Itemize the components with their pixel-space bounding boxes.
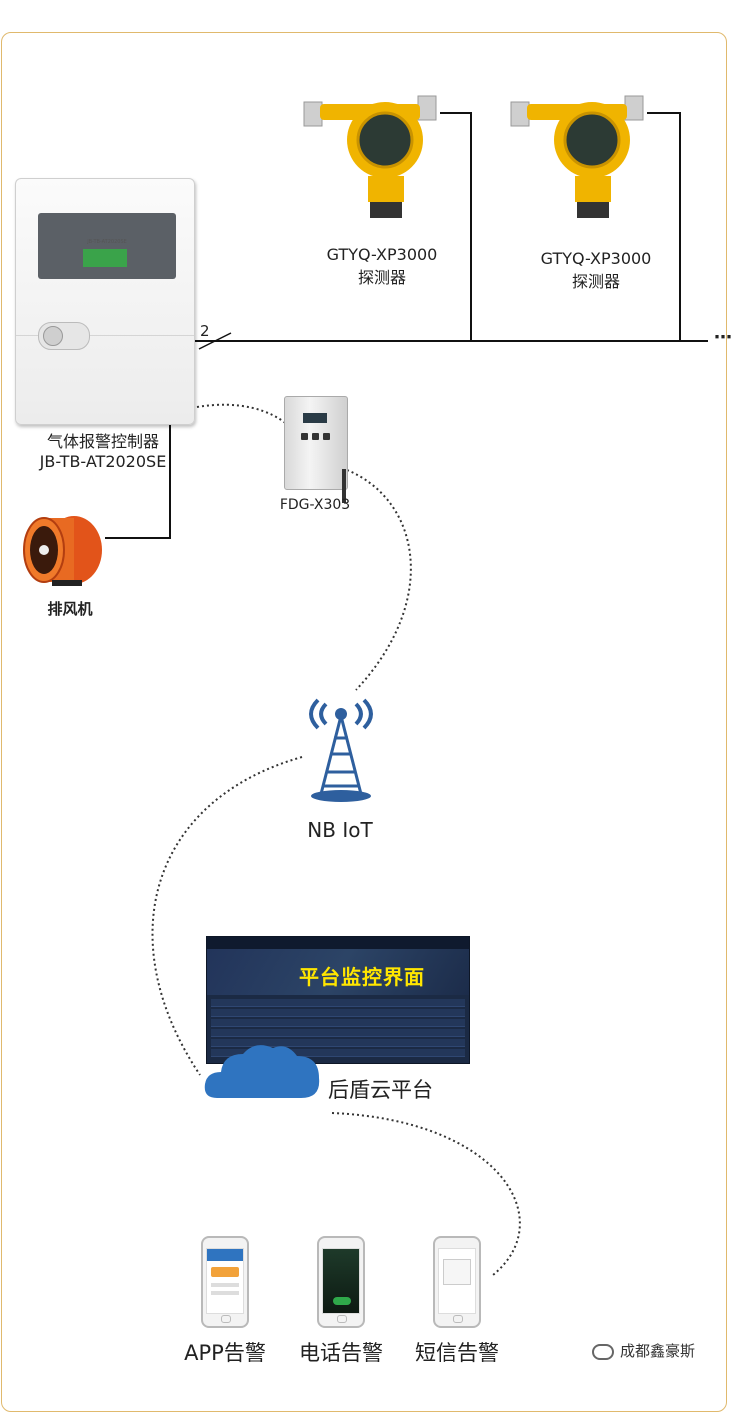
- phone-app-icon: [201, 1236, 249, 1328]
- module-screen: [303, 413, 327, 423]
- phone-screen: [438, 1248, 476, 1314]
- app-line: [211, 1283, 239, 1287]
- platform-table: [207, 999, 469, 1059]
- alert-sms-label: 短信告警: [415, 1341, 499, 1365]
- alert-call-label: 电话告警: [299, 1341, 383, 1365]
- tower-cloud-link: [151, 756, 303, 1076]
- platform-map: [207, 949, 469, 995]
- wire-count-label: 2: [200, 322, 210, 340]
- controller-module-link: [196, 403, 289, 426]
- controller-label-line1: 气体报警控制器: [46, 432, 159, 451]
- signal-tower-icon: [309, 698, 373, 802]
- detector-1-name: 探测器: [357, 268, 406, 287]
- gas-detector-icon: [303, 95, 437, 218]
- controller-label-line2: JB-TB-AT2020SE: [39, 452, 167, 471]
- detector-1-model: GTYQ-XP3000: [326, 245, 438, 264]
- app-card: [211, 1267, 239, 1277]
- platform-header: [207, 937, 469, 949]
- cloud-alert-link: [331, 1112, 521, 1276]
- phone-screen: [322, 1248, 360, 1314]
- fan-label: 排风机: [47, 600, 93, 618]
- controller-knob: [38, 322, 90, 350]
- home-button: [337, 1315, 347, 1323]
- detector-2-model: GTYQ-XP3000: [540, 249, 652, 268]
- exhaust-fan-icon: [23, 516, 102, 586]
- sms-bubble: [443, 1259, 471, 1285]
- fan-wire: [105, 422, 171, 539]
- cloud-label: 后盾云平台: [328, 1078, 433, 1102]
- bus-continuation: ⋯: [714, 327, 732, 348]
- wechat-icon: [592, 1343, 614, 1360]
- app-line: [211, 1291, 239, 1295]
- detector-2-name: 探测器: [571, 272, 620, 291]
- network-label: NB IoT: [307, 818, 373, 842]
- table-row: [211, 1039, 465, 1047]
- phone-screen: [206, 1248, 244, 1314]
- table-row: [211, 1049, 465, 1057]
- watermark: 成都鑫豪斯: [592, 1340, 695, 1361]
- module-button: [301, 433, 308, 440]
- antenna-icon: [342, 469, 346, 503]
- module-tower-link: [346, 469, 412, 691]
- answer-button: [333, 1297, 351, 1305]
- app-header: [207, 1249, 243, 1261]
- bus-slash: [198, 332, 232, 350]
- table-row: [211, 1019, 465, 1027]
- module-label: FDG-X303: [279, 497, 351, 513]
- fdg-module-device: [284, 396, 348, 503]
- home-button: [221, 1315, 231, 1323]
- alert-app-label: APP告警: [184, 1341, 266, 1365]
- module-button: [323, 433, 330, 440]
- cloud-icon: [204, 1045, 320, 1098]
- controller-seam: [16, 335, 194, 336]
- detector-2-wire: [647, 112, 681, 341]
- gas-detector-icon: [510, 95, 644, 218]
- platform-monitor-screen: 平台监控界面: [206, 936, 470, 1064]
- phone-call-icon: [317, 1236, 365, 1328]
- table-row: [211, 1009, 465, 1017]
- table-row: [211, 999, 465, 1007]
- module-button: [312, 433, 319, 440]
- alarm-controller-device: JB-TB-AT2020SE: [15, 178, 195, 425]
- controller-model-text: JB-TB-AT2020SE: [87, 239, 127, 245]
- detector-1-wire: [440, 112, 472, 341]
- controller-panel: JB-TB-AT2020SE: [38, 213, 176, 279]
- platform-overlay-text: 平台监控界面: [299, 965, 425, 989]
- controller-screen: [83, 249, 127, 267]
- home-button: [453, 1315, 463, 1323]
- phone-sms-icon: [433, 1236, 481, 1328]
- watermark-text: 成都鑫豪斯: [620, 1342, 696, 1360]
- table-row: [211, 1029, 465, 1037]
